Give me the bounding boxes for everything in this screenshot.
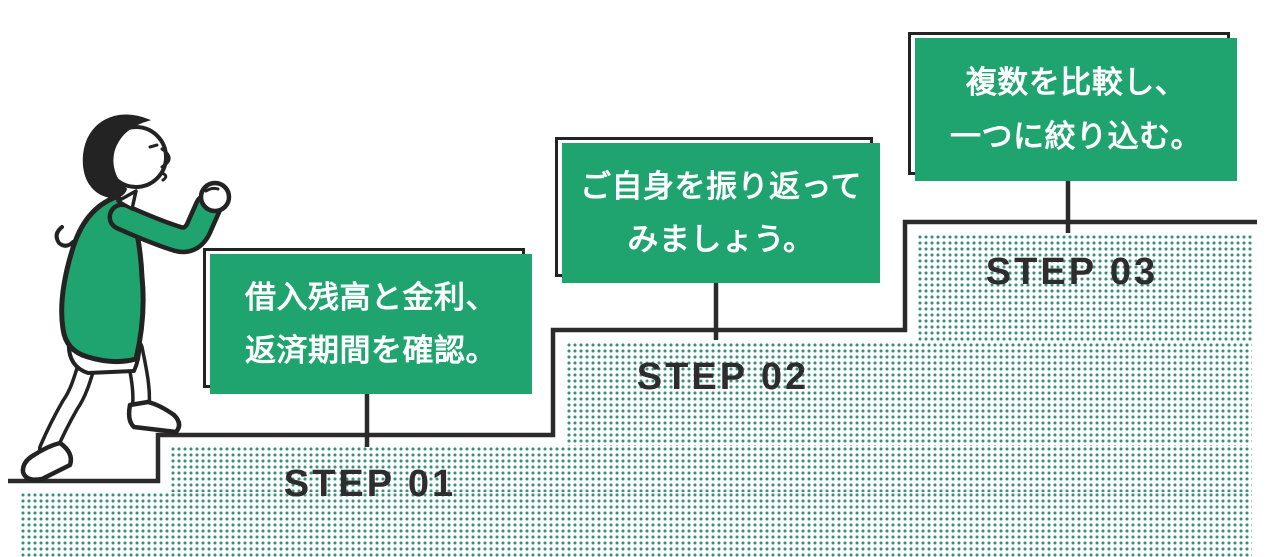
step2-caption-line2: みましょう。	[627, 222, 815, 257]
step2-caption-line1: ご自身を振り返って	[580, 168, 862, 204]
step2-callout-box: ご自身を振り返って みましょう。	[562, 143, 880, 283]
person-figure	[20, 114, 232, 482]
step1-caption-line2: 返済期間を確認。	[245, 333, 497, 368]
step3-caption-line2: 一つに絞り込む。	[950, 118, 1202, 154]
step3-callout: 複数を比較し、 一つに絞り込む。	[908, 32, 1237, 181]
step2-callout: ご自身を振り返って みましょう。	[555, 137, 880, 283]
stair-dot-fill-step1	[170, 446, 1252, 492]
step3-label: STEP 03	[985, 251, 1159, 293]
stair-dot-fill-step3	[917, 234, 1252, 342]
step1-caption-line1: 借入残高と金利、	[245, 279, 497, 315]
stair-dot-fill-base	[20, 492, 1252, 557]
step1-callout: 借入残高と金利、 返済期間を確認。	[203, 248, 532, 394]
stair-dot-fill-step2	[566, 342, 1252, 446]
staircase-edge-line	[8, 219, 1257, 484]
climbing-person-illustration	[20, 114, 232, 482]
step2-label: STEP 02	[636, 356, 810, 398]
step1-callout-box: 借入残高と金利、 返済期間を確認。	[210, 254, 532, 394]
step3-callout-box: 複数を比較し、 一つに絞り込む。	[915, 38, 1237, 181]
step1-label: STEP 01	[283, 463, 457, 505]
step3-caption-line1: 複数を比較し、	[965, 65, 1187, 101]
